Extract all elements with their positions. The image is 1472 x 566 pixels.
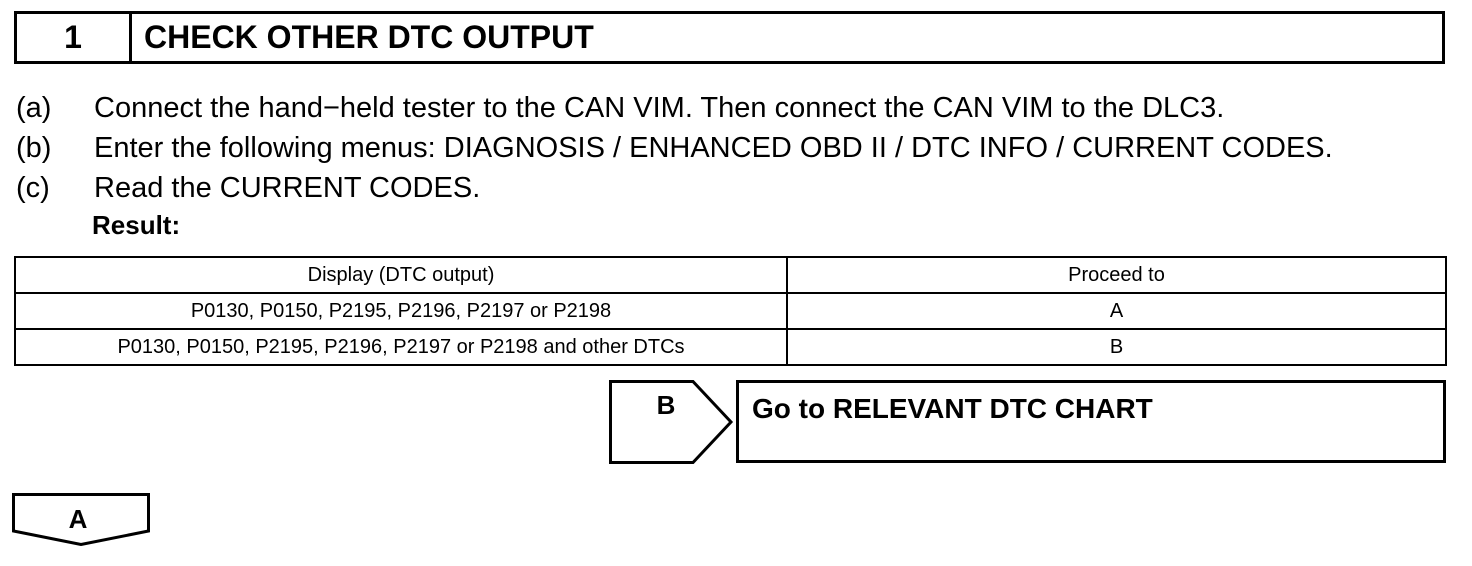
instruction-letter: (c) — [16, 171, 50, 204]
table-header-row: Display (DTC output) Proceed to — [14, 256, 1447, 294]
table-cell-display: P0130, P0150, P2195, P2196, P2197 or P21… — [14, 328, 788, 366]
instruction-text: Enter the following menus: DIAGNOSIS / E… — [94, 131, 1333, 164]
result-table: Display (DTC output) Proceed to P0130, P… — [14, 256, 1447, 366]
instruction-list: (a) Connect the hand−held tester to the … — [14, 88, 1454, 208]
instruction-letter: (a) — [16, 91, 52, 124]
instruction-item: (b) Enter the following menus: DIAGNOSIS… — [14, 128, 1454, 168]
result-label: Result: — [92, 210, 181, 240]
branch-b-label: B — [656, 390, 676, 420]
branch-b-action: Go to RELEVANT DTC CHART — [736, 380, 1446, 463]
branch-a-label: A — [68, 504, 88, 534]
instruction-letter: (b) — [16, 131, 52, 164]
table-row: P0130, P0150, P2195, P2196, P2197 or P21… — [14, 328, 1447, 366]
instruction-text: Read the CURRENT CODES. — [94, 171, 481, 204]
column-header-display: Display (DTC output) — [14, 256, 788, 294]
column-header-proceed: Proceed to — [786, 256, 1447, 294]
branch-a-arrow-icon — [12, 493, 150, 546]
table-cell-proceed: A — [786, 292, 1447, 330]
table-cell-display: P0130, P0150, P2195, P2196, P2197 or P21… — [14, 292, 788, 330]
table-cell-proceed: B — [786, 328, 1447, 366]
instruction-text: Connect the hand−held tester to the CAN … — [94, 91, 1225, 124]
step-number: 1 — [17, 14, 132, 61]
table-row: P0130, P0150, P2195, P2196, P2197 or P21… — [14, 292, 1447, 330]
step-title: CHECK OTHER DTC OUTPUT — [144, 19, 594, 55]
instruction-item: (c) Read the CURRENT CODES. — [14, 168, 1454, 208]
instruction-item: (a) Connect the hand−held tester to the … — [14, 88, 1454, 128]
step-header: 1 CHECK OTHER DTC OUTPUT — [14, 11, 1445, 64]
branch-b-arrow-icon — [609, 380, 734, 464]
